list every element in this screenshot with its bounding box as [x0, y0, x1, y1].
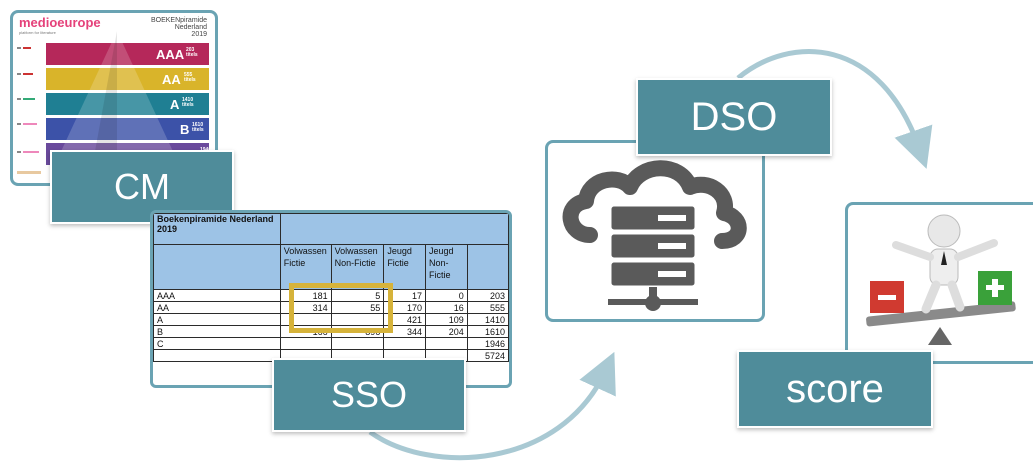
col-header: Volwassen Non-Fictie — [330, 244, 385, 290]
row-label: B — [153, 325, 281, 338]
row-label: AAA — [153, 289, 281, 302]
col-header: Volwassen Fictie — [279, 244, 332, 290]
cell: 16 — [425, 301, 468, 314]
row-label: C — [153, 337, 281, 350]
table-header-empty — [153, 244, 281, 290]
pyramid-shape — [51, 31, 183, 173]
table-title-filler — [279, 213, 509, 245]
col-header: Jeugd Non-Fictie — [425, 244, 468, 290]
band-label: B — [180, 122, 190, 137]
pyramid-title-line3: 2019 — [191, 31, 207, 38]
cell — [279, 337, 332, 350]
pyramid-title: BOEKENpiramide Nederland 2019 — [151, 17, 207, 38]
highlight-box — [289, 283, 393, 333]
band-label: A — [170, 97, 180, 112]
cell: 1946 — [466, 337, 509, 350]
pyramid-side-legend — [17, 47, 41, 174]
pyramid-title-line1: BOEKENpiramide — [150, 17, 207, 24]
score-card — [845, 202, 1033, 364]
cloud-server-card — [545, 140, 765, 322]
row-label: A — [153, 313, 281, 326]
cell: 204 — [425, 325, 468, 338]
medioeurope-logo: medioeurope — [19, 15, 101, 30]
boekenpiramide-table: Boekenpiramide Nederland 2019 Volwassen … — [153, 213, 509, 362]
cell — [383, 337, 427, 350]
cell: 203 — [466, 289, 509, 302]
arrow-sso-to-dso — [368, 351, 616, 461]
sso-label: SSO — [272, 358, 466, 432]
arrow-dso-to-score — [736, 49, 933, 169]
table-title: Boekenpiramide Nederland 2019 — [153, 213, 281, 245]
row-label: AA — [153, 301, 281, 314]
cell: 0 — [425, 289, 468, 302]
cm-label: CM — [50, 150, 234, 224]
col-header — [466, 244, 509, 290]
cloud-server-icon — [562, 160, 747, 311]
cell: 555 — [466, 301, 509, 314]
balance-scale-person-icon — [866, 214, 1016, 345]
cell — [330, 337, 385, 350]
cell: 5724 — [466, 349, 509, 362]
boekenpiramide-table-card: Boekenpiramide Nederland 2019 Volwassen … — [150, 210, 512, 388]
row-label — [153, 349, 281, 362]
score-label: score — [737, 350, 933, 428]
dso-label: DSO — [636, 78, 832, 156]
col-header: Jeugd Fictie — [383, 244, 427, 290]
cell: 109 — [425, 313, 468, 326]
cell: 1610 — [466, 325, 509, 338]
cell — [425, 337, 468, 350]
pyramid-title-line2: Nederland — [174, 24, 207, 31]
band-label: AAA — [156, 47, 185, 62]
table-row: C 1946 — [153, 337, 509, 350]
logo-subtitle: platform for literature — [19, 30, 56, 35]
band-label: AA — [162, 72, 181, 87]
cell: 1410 — [466, 313, 509, 326]
